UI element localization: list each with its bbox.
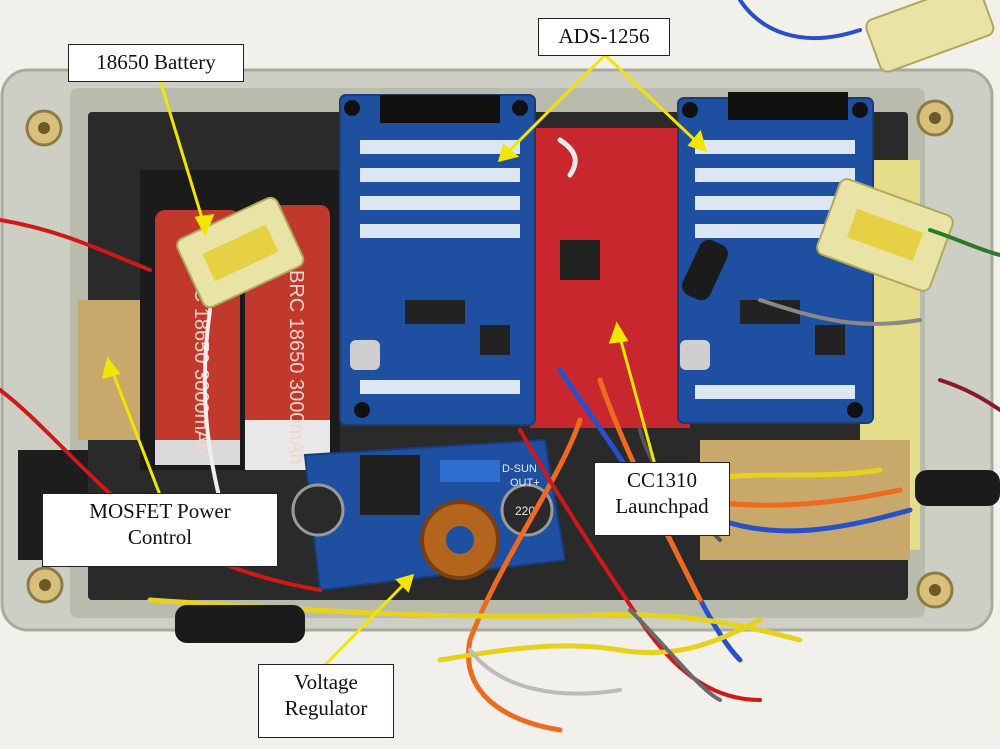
- battery-arrow: [158, 79, 207, 229]
- regulator-pin-print: OUT+: [510, 477, 540, 489]
- wire-connector-right: [816, 178, 954, 292]
- battery-label-text: 18650 Battery: [96, 50, 216, 74]
- heatshrink-cable: [915, 470, 1000, 506]
- regulator-arrow: [323, 578, 410, 667]
- capacitor-print: 220: [515, 504, 535, 518]
- launchpad-arrow: [616, 329, 657, 466]
- launchpad-arrow-head: [608, 321, 629, 344]
- adc-arrow-right-head: [687, 129, 708, 153]
- battery-right-print: BRC 18650 3000mAh: [285, 270, 307, 465]
- launchpad-label-line2: Launchpad: [615, 494, 709, 519]
- launchpad-label: CC1310 Launchpad: [594, 462, 730, 536]
- wire-connector-left: [176, 196, 305, 309]
- regulator-brand-print: D-SUN: [502, 463, 537, 475]
- heatshrink-cable: [175, 605, 305, 643]
- mosfet-label: MOSFET Power Control: [42, 493, 278, 567]
- regulator-label-line2: Regulator: [284, 696, 368, 721]
- mosfet-arrow-head: [101, 356, 121, 380]
- callout-arrows: [101, 53, 708, 667]
- voltage-regulator-board: D-SUN OUT+ 220: [291, 438, 567, 592]
- adc-arrow-left: [503, 53, 607, 157]
- cc1310-launchpad-board: [530, 128, 690, 428]
- regulator-arrow-head: [395, 573, 415, 593]
- perfboard-right: [700, 440, 910, 560]
- mosfet-label-line2: Control: [127, 525, 193, 550]
- ads1256-board-left: [339, 94, 536, 426]
- mosfet-label-line1: MOSFET Power: [89, 499, 231, 523]
- regulator-label: Voltage Regulator: [258, 664, 394, 738]
- regulator-label-line1: Voltage: [294, 670, 358, 694]
- battery-label: 18650 Battery: [68, 44, 244, 82]
- launchpad-label-line1: CC1310: [626, 468, 697, 492]
- wire-connector-top: [865, 0, 995, 73]
- adc-arrow-right: [603, 53, 702, 147]
- battery-arrow-head: [194, 214, 215, 237]
- adc-label: ADS-1256: [538, 18, 670, 56]
- adc-label-text: ADS-1256: [558, 24, 650, 48]
- heatshrink-cable: [682, 239, 728, 301]
- adc-arrow-left-head: [497, 143, 520, 163]
- mosfet-arrow: [108, 364, 162, 496]
- launchpad-chip: [560, 240, 600, 280]
